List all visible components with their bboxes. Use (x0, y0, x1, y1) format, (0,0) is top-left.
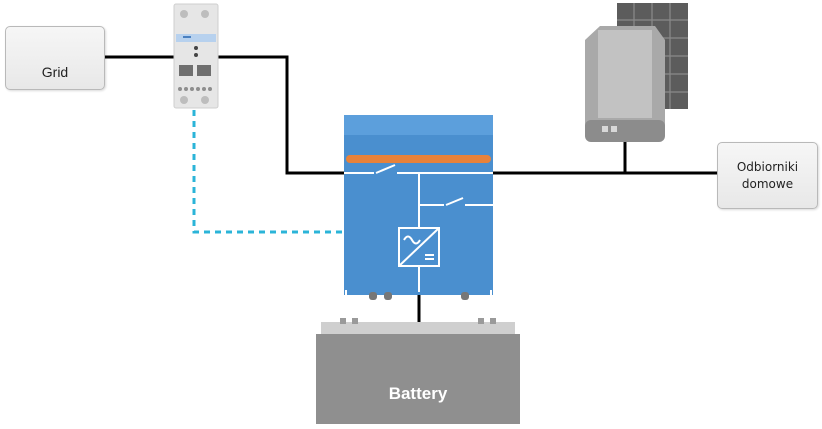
communication-cable (192, 110, 345, 234)
household-loads-node[interactable]: Odbiorniki domowe (717, 142, 818, 209)
loads-label-line2: domowe (741, 176, 794, 191)
battery-icon (316, 318, 520, 424)
grid-label: Grid (41, 64, 69, 80)
inverter-charger-icon (344, 115, 493, 304)
battery-label: Battery (388, 384, 448, 403)
energy-meter-icon (173, 3, 219, 109)
loads-label-line1: Odbiorniki (736, 159, 799, 174)
pv-inverter-icon (585, 26, 665, 142)
grid-node[interactable]: Grid (5, 26, 105, 90)
